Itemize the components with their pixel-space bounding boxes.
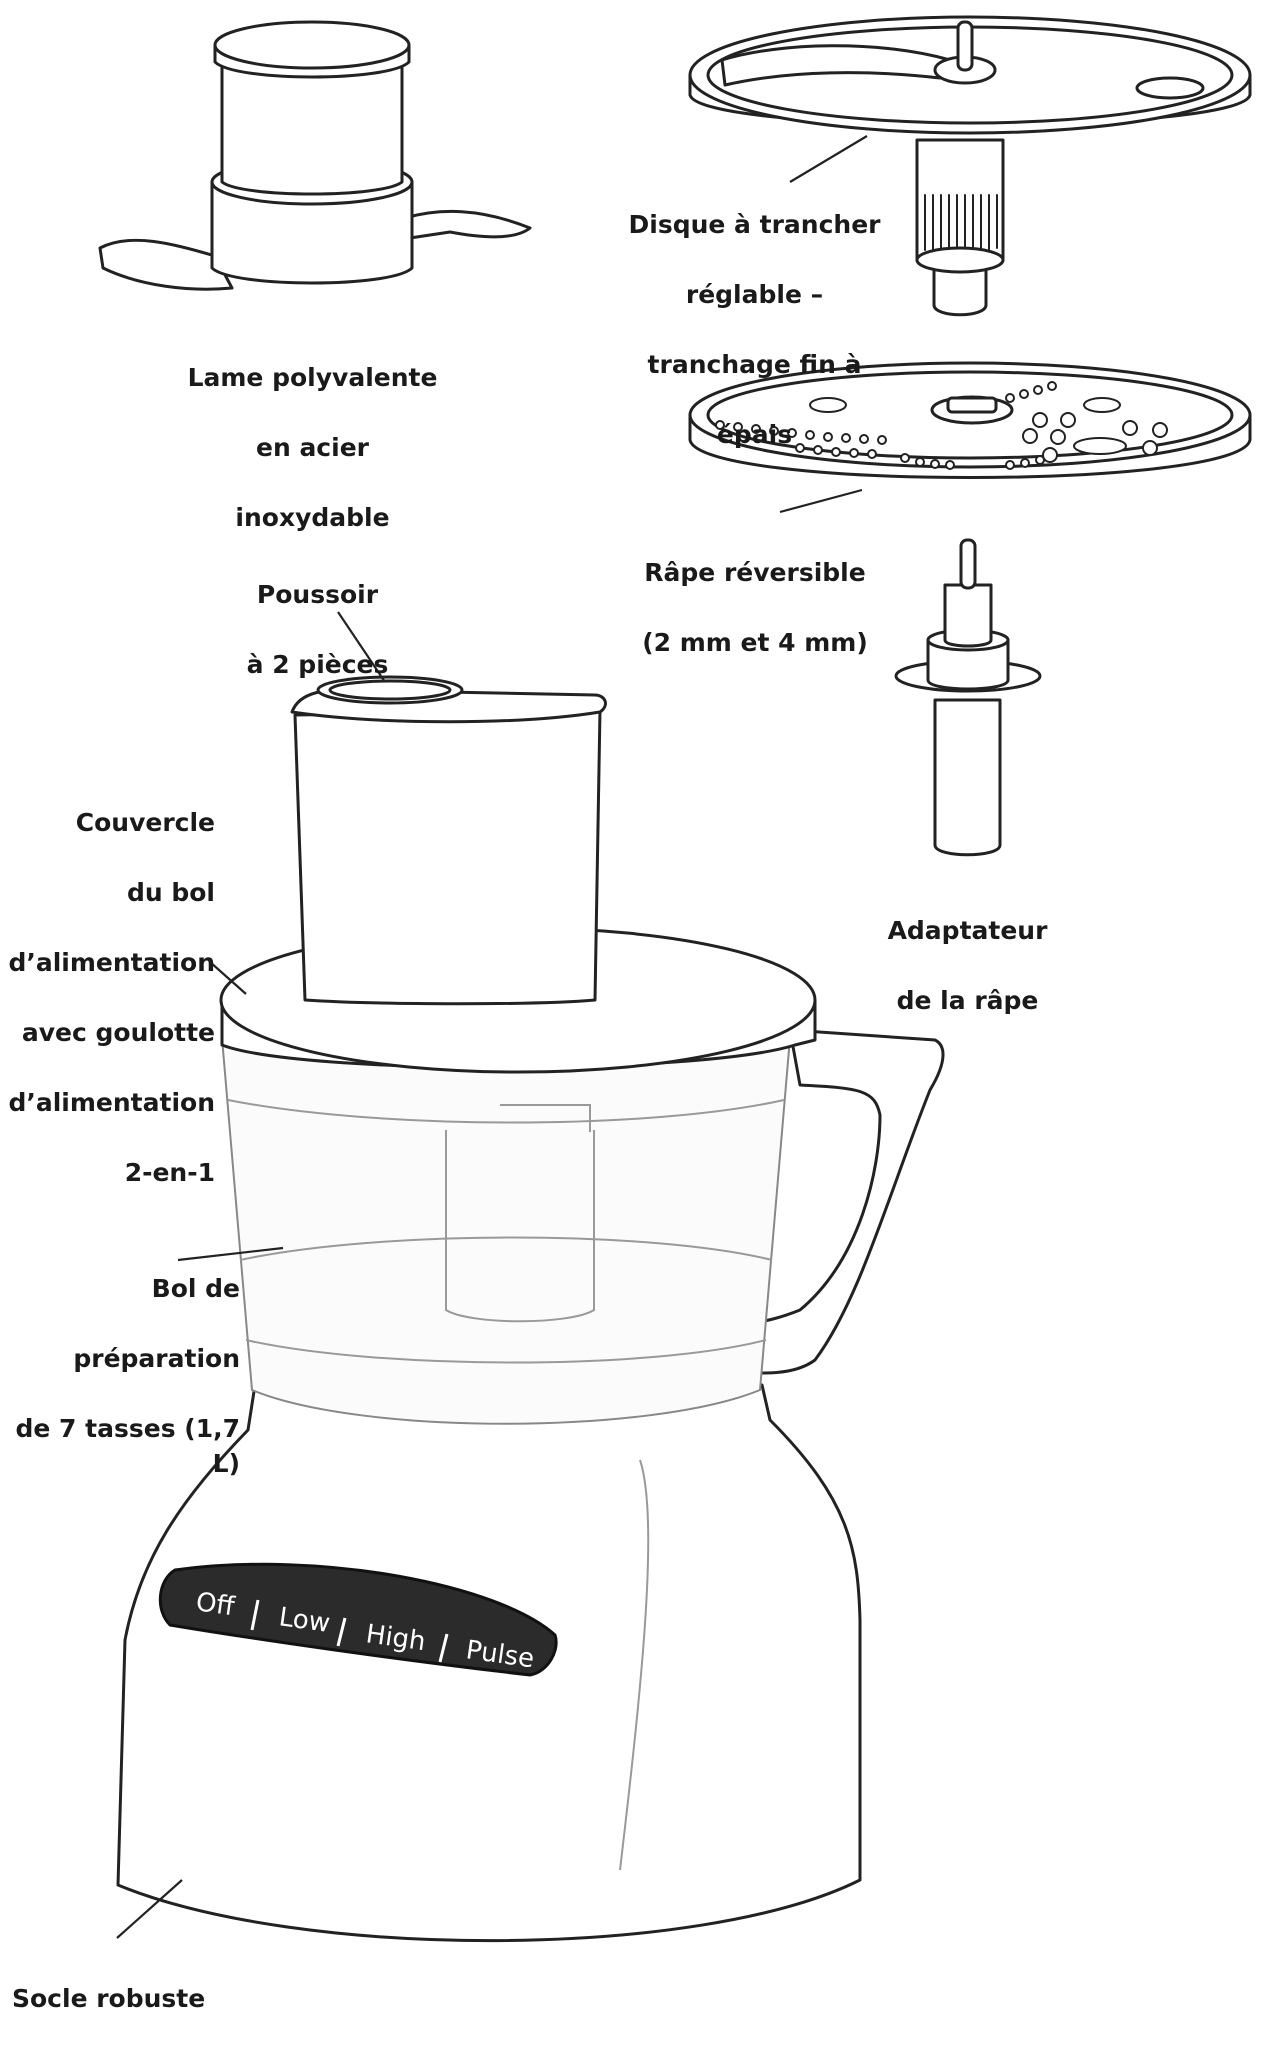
label-line: Socle robuste xyxy=(12,1981,272,2016)
label-work-bowl: Bol de préparation de 7 tasses (1,7 L) xyxy=(0,1236,240,1516)
label-line: de la râpe xyxy=(875,983,1060,1018)
disc-adapter xyxy=(896,540,1040,855)
label-line: 2-en-1 xyxy=(0,1155,215,1190)
label-line: du bol xyxy=(0,875,215,910)
label-line: en acier xyxy=(175,430,450,465)
label-line: épais xyxy=(612,417,897,452)
label-pusher: Poussoir à 2 pièces xyxy=(230,542,405,717)
label-line: tranchage fin à xyxy=(612,347,897,382)
label-line: avec goulotte xyxy=(0,1015,215,1050)
label-line: Poussoir xyxy=(230,577,405,612)
label-line: Lame polyvalente xyxy=(175,360,450,395)
control-button-off[interactable]: Off xyxy=(194,1587,237,1622)
label-shredding-disc: Râpe réversible (2 mm et 4 mm) xyxy=(630,520,880,695)
label-line: préparation xyxy=(0,1341,240,1376)
label-line: d’alimentation xyxy=(0,945,215,980)
label-line: réglable – xyxy=(612,277,897,312)
work-bowl xyxy=(222,1030,943,1424)
label-line: Adaptateur xyxy=(875,913,1060,948)
label-line: de 7 tasses (1,7 L) xyxy=(0,1411,240,1481)
lid-with-feed-tube xyxy=(221,677,815,1072)
label-lid: Couvercle du bol d’alimentation avec gou… xyxy=(0,770,215,1225)
label-line: à 2 pièces xyxy=(230,647,405,682)
label-multipurpose-blade: Lame polyvalente en acier inoxydable xyxy=(175,325,450,570)
label-line: (2 mm et 4 mm) xyxy=(630,625,880,660)
label-line: Râpe réversible xyxy=(630,555,880,590)
label-line: Bol de xyxy=(0,1271,240,1306)
label-base: Socle robuste xyxy=(12,1946,272,2051)
label-slicing-disc: Disque à trancher réglable – tranchage f… xyxy=(612,172,897,487)
label-line: Disque à trancher xyxy=(612,207,897,242)
label-disc-adapter: Adaptateur de la râpe xyxy=(875,878,1060,1053)
label-line: Couvercle xyxy=(0,805,215,840)
label-line: d’alimentation xyxy=(0,1085,215,1120)
label-line: inoxydable xyxy=(175,500,450,535)
multipurpose-blade xyxy=(100,22,530,289)
